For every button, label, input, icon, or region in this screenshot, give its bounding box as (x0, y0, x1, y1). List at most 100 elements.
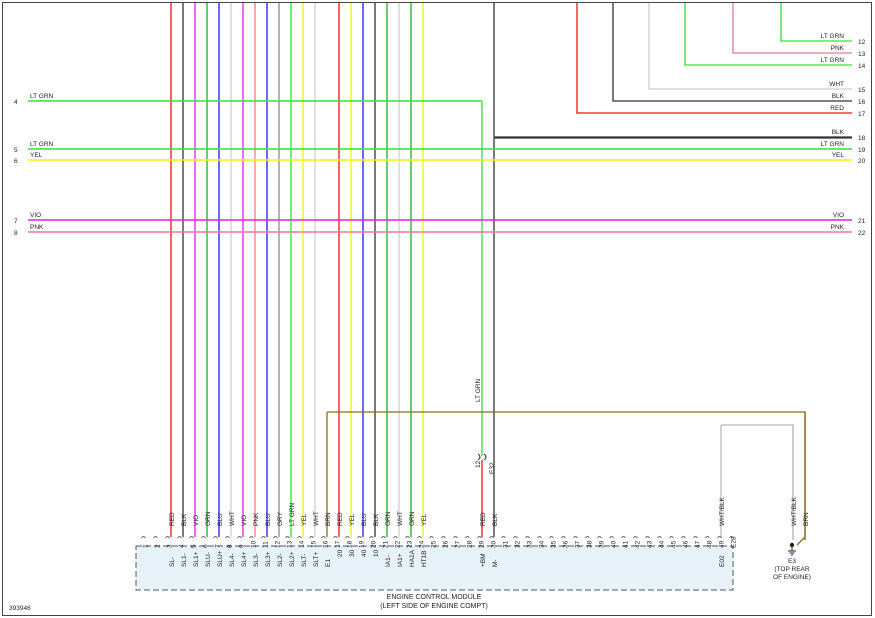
wire-color-label-26: BRN (803, 512, 810, 526)
pin-number-9: 9 (239, 544, 246, 548)
wire-color-right-18: BLK (832, 129, 845, 136)
pin-number-18: 18 (347, 540, 354, 548)
pin-number-23: 23 (407, 540, 414, 548)
pin-terminal (645, 536, 650, 539)
pin-signal-3: SL- (169, 557, 176, 567)
wire-color-label-19: WHT (397, 511, 404, 526)
wire-color-label-6: VIO (241, 515, 248, 526)
pin-number-34: 34 (539, 540, 546, 548)
pin-terminal (705, 536, 710, 539)
wire-num-right-14: 14 (858, 63, 866, 70)
pin-number-4: 4 (179, 544, 186, 548)
pin-terminal (333, 536, 338, 539)
pin-terminal (201, 536, 206, 539)
pin-terminal (501, 536, 506, 539)
pin-terminal (141, 536, 146, 539)
pin-signal-10: SL3- (253, 553, 260, 567)
pin-number-44: 44 (659, 540, 666, 548)
pin-number-15: 15 (311, 540, 318, 548)
diagram-id: 393946 (9, 605, 31, 612)
pin-number-30: 30 (491, 540, 498, 548)
pin-terminal (693, 536, 698, 539)
pin-number-36: 36 (563, 540, 570, 548)
wire-color-label-15: YEL (349, 513, 356, 526)
pin-terminal (537, 536, 542, 539)
connector-symbol (477, 453, 487, 461)
wire-color-label-14: RED (337, 512, 344, 526)
pin-number-20: 20 (371, 540, 378, 548)
pin-number-40: 40 (611, 540, 618, 548)
wire-color-right-19: LT GRN (821, 141, 845, 148)
wire-right-12 (780, 3, 852, 42)
pin-number-33: 33 (527, 540, 534, 548)
connector-12-label: 12 (475, 460, 482, 468)
pin-number-21: 21 (383, 540, 390, 548)
pin-terminal (237, 536, 242, 539)
wire-color-label-25: WHT/BLK (791, 496, 798, 526)
wire-right-14 (684, 3, 852, 66)
pin-number-46: 46 (683, 540, 690, 548)
wire-brn-harness (327, 411, 806, 546)
wire-color-label-3: GRN (205, 511, 212, 526)
wire-color-label-2: VIO (193, 515, 200, 526)
pin-number-32: 32 (515, 540, 522, 548)
pin-signal-30: M- (492, 559, 499, 567)
wire-color-right-14: LT GRN (821, 57, 845, 64)
wire-color-label-17: BLK (373, 513, 380, 526)
wire-num-left-8: 8 (14, 230, 18, 237)
connector-e32-label: E32 (489, 462, 496, 474)
pin-terminal (657, 536, 662, 539)
pin-number-19: 19 (359, 540, 366, 548)
wire-color-label-23: BLK (492, 513, 499, 526)
pin-terminal (309, 536, 314, 539)
pin-signal-5: SL1+ (193, 551, 200, 567)
pin-number-12: 12 (275, 540, 282, 548)
pin-signal-12: SL2- (277, 553, 284, 567)
wire-wht-blk-harness (721, 424, 794, 540)
wire-color-label-1: BLK (181, 513, 188, 526)
ground-id: E3 (788, 558, 796, 565)
wire-color-right-21: VIO (833, 212, 844, 219)
wire-color-right-22: PNK (831, 224, 845, 231)
wires-front-layer (28, 3, 852, 233)
pin-terminal (369, 536, 374, 539)
pin-number-E28: E28 (731, 536, 738, 548)
pin-terminal (189, 536, 194, 539)
pin-number-3: 3 (167, 544, 174, 548)
wire-right-16 (612, 3, 852, 102)
pin-number-45: 45 (671, 540, 678, 548)
ground-location-2: OF ENGINE) (773, 574, 811, 581)
wire-num-right-13: 13 (858, 51, 866, 58)
pin-number-10: 10 (251, 540, 258, 548)
wire-color-right-15: WHT (829, 81, 844, 88)
wire-right-13 (732, 3, 852, 54)
wire-color-label-12: WHT (313, 511, 320, 526)
pin-terminal (477, 536, 482, 539)
wire-color-label-16: BLU (361, 513, 368, 526)
wire-color-left-5: LT GRN (30, 141, 54, 148)
wire-num-right-15: 15 (858, 87, 866, 94)
wire-color-label-0: RED (169, 512, 176, 526)
pin-number-1: 1 (143, 544, 150, 548)
pin-number-42: 42 (635, 540, 642, 548)
pin-number-25: 25 (431, 540, 438, 548)
ecm-title: ENGINE CONTROL MODULE (387, 594, 482, 601)
wire-num-right-12: 12 (858, 39, 866, 46)
pin-number-39: 39 (599, 540, 606, 548)
pin-terminal (597, 536, 602, 539)
wire-num-right-21: 21 (858, 218, 866, 225)
wire-num-left-5: 5 (14, 147, 18, 154)
pin-signal-6: SLU- (205, 552, 212, 567)
pin-terminal (321, 536, 326, 539)
pin-number-5: 5 (191, 544, 198, 548)
pin-terminal (513, 536, 518, 539)
wires-layer (170, 3, 806, 546)
wire-num-right-19: 19 (858, 147, 866, 154)
wire-color-label-9: GRY (277, 511, 284, 526)
pin-number-6: 6 (203, 544, 210, 548)
pin-terminal (717, 536, 722, 539)
wire-color-right-20: YEL (832, 152, 845, 159)
pin-number-2: 2 (155, 544, 162, 548)
